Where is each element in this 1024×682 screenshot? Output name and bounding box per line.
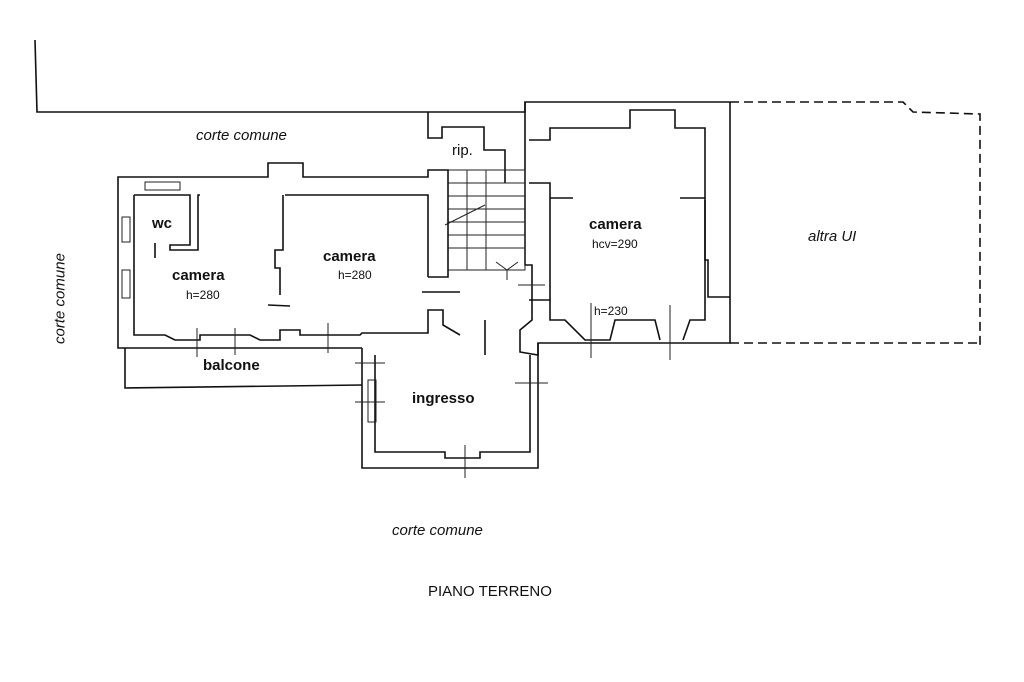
label-balcone: balcone xyxy=(203,357,260,374)
ingresso-outer xyxy=(361,343,539,469)
plan-line xyxy=(495,261,508,271)
label-corte-comune-left: corte comune xyxy=(51,253,69,344)
right-camera-inner xyxy=(529,109,730,298)
label-corte-comune-bottom: corte comune xyxy=(392,522,483,539)
right-camera-inner-left xyxy=(529,182,551,301)
right-camera-bottom xyxy=(549,300,661,341)
other-unit-boundary xyxy=(730,101,981,350)
left-rooms-inner xyxy=(133,195,461,341)
label-ingresso: ingresso xyxy=(412,390,475,407)
label-camera-left: camera xyxy=(172,267,225,284)
partition-wall xyxy=(274,195,284,295)
right-block-outer xyxy=(519,102,731,356)
stair-treads xyxy=(444,170,525,280)
window xyxy=(121,216,131,243)
rip-walls xyxy=(427,112,506,183)
label-wc: wc xyxy=(152,215,173,232)
label-camera-left-height: h=280 xyxy=(186,288,220,302)
property-boundary xyxy=(34,39,730,113)
right-camera-wall xyxy=(682,200,706,341)
window xyxy=(121,269,131,299)
label-camera-center-height: h=280 xyxy=(338,268,372,282)
plan-title: PIANO TERRENO xyxy=(428,583,552,600)
balcony-marks xyxy=(196,323,329,357)
label-corte-comune-top: corte comune xyxy=(196,127,287,144)
label-altra-ui: altra UI xyxy=(808,228,857,245)
wc-walls xyxy=(134,194,200,251)
plan-line xyxy=(444,204,486,226)
left-building-outer xyxy=(117,162,449,349)
label-camera-right-height: hcv=290 xyxy=(592,237,638,251)
label-camera-right-window-height: h=230 xyxy=(594,304,628,318)
door-marks xyxy=(355,284,548,478)
wall-stub xyxy=(267,304,291,307)
balcony-outline xyxy=(124,348,363,389)
window xyxy=(144,181,181,191)
window xyxy=(367,379,377,423)
ingresso-inner xyxy=(374,355,531,459)
plan-line xyxy=(506,261,519,271)
label-camera-center: camera xyxy=(323,248,376,265)
label-camera-right: camera xyxy=(589,216,642,233)
label-rip: rip. xyxy=(452,142,473,159)
center-wall xyxy=(285,194,429,277)
